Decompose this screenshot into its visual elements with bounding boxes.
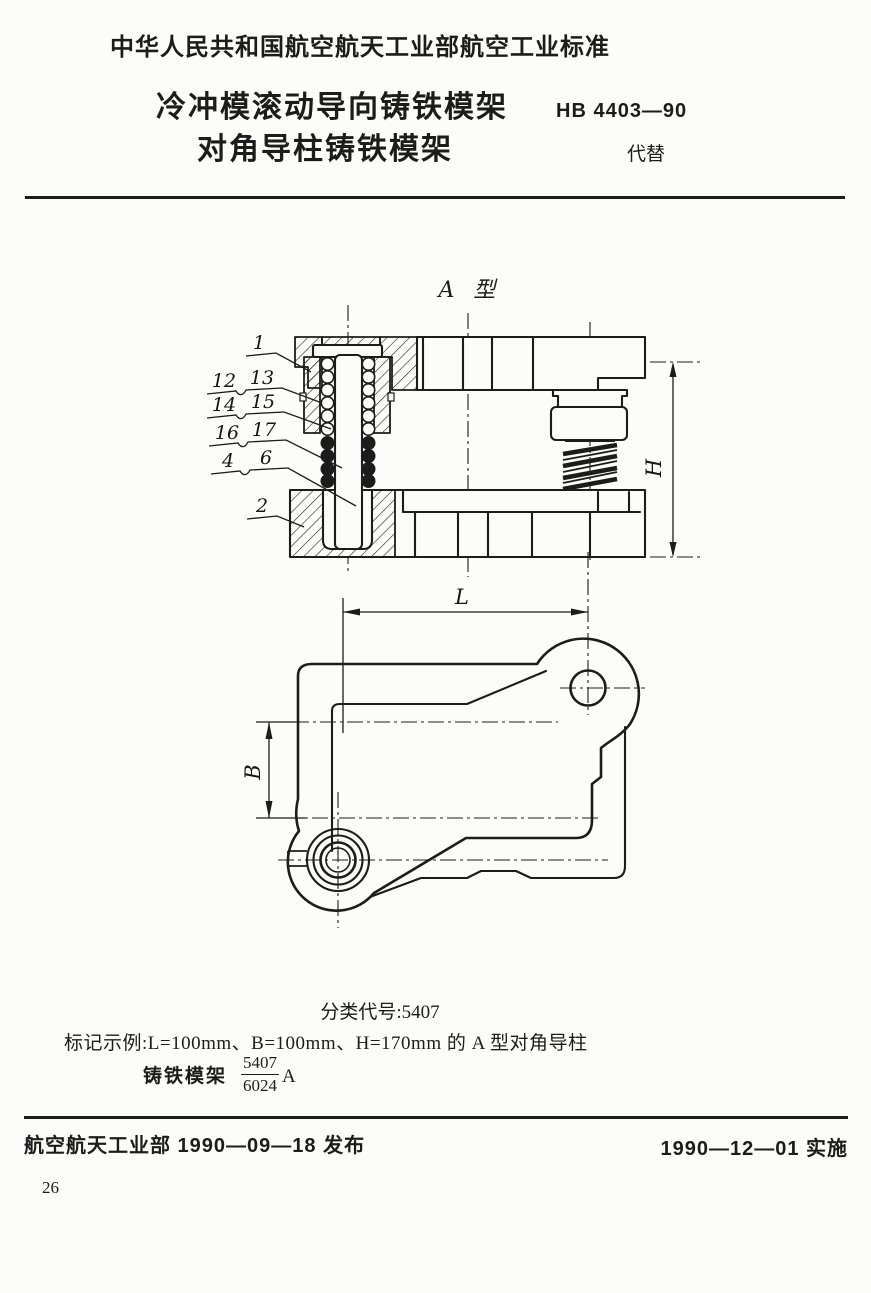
marking-example: 标记示例:L=100mm、B=100mm、H=170mm 的 A 型对角导柱 [64,1033,588,1054]
footer-rule [24,1116,848,1119]
ball-cage [320,356,376,488]
callout-14: 14 [212,394,236,416]
fraction-numerator: 5407 [241,1053,280,1075]
dimension-h: H [642,361,702,558]
replaces-label: 代替 [627,144,666,165]
stop-cap [549,405,629,442]
dim-label-b: B [241,764,265,780]
part-callouts: 1 12 13 14 15 16 17 4 6 2 [206,332,357,528]
dimension-b: B [241,721,306,819]
callout-16: 16 [215,422,239,444]
dim-label-l: L [454,585,469,609]
designation-prefix: 铸铁模架 [143,1065,228,1087]
plan-view: L B [241,552,645,928]
document-title-line2: 对角导柱铸铁模架 [197,133,453,166]
guide-bushing-assembly [299,343,395,434]
designation-line: 铸铁模架 5407 6024 A [143,1053,296,1095]
designation-fraction: 5407 6024 [241,1053,280,1095]
callout-15: 15 [251,391,275,413]
guide-post-hole-plan [569,669,607,707]
fraction-denominator: 6024 [243,1075,278,1095]
callout-17: 17 [252,419,277,441]
view-type-label: A 型 [438,278,502,303]
page-number: 26 [42,1178,59,1197]
footer-implemented: 1990—12—01 实施 [660,1138,848,1160]
plan-upper-plate-outline [286,637,641,912]
screw-neck [551,388,629,409]
guide-bushing-plan [287,827,371,893]
footer-issued: 航空航天工业部 1990—09—18 发布 [24,1135,366,1157]
callout-1: 1 [253,332,265,354]
callout-6: 6 [260,447,272,469]
key-slot [287,850,307,867]
callout-12: 12 [212,370,236,392]
classification-code: 分类代号:5407 [320,1002,440,1023]
document-title-line1: 冷冲模滚动导向铸铁模架 [156,91,508,124]
coil-spring [562,440,618,492]
spring-stop-unit [549,388,629,492]
callout-4: 4 [221,450,234,472]
designation-suffix: A [282,1066,296,1088]
guide-post [333,353,364,551]
header-rule [25,196,845,199]
technical-drawing: H 1 12 13 14 15 16 17 4 6 2 [206,305,702,928]
section-view: H 1 12 13 14 15 16 17 4 6 2 [206,305,702,577]
callout-2: 2 [255,495,268,517]
header-standard-org: 中华人民共和国航空航天工业部航空工业标准 [110,34,610,61]
dimension-l: L [343,585,588,616]
callout-13: 13 [250,367,274,389]
standard-number: HB 4403—90 [556,100,688,122]
dim-label-h: H [642,458,666,478]
